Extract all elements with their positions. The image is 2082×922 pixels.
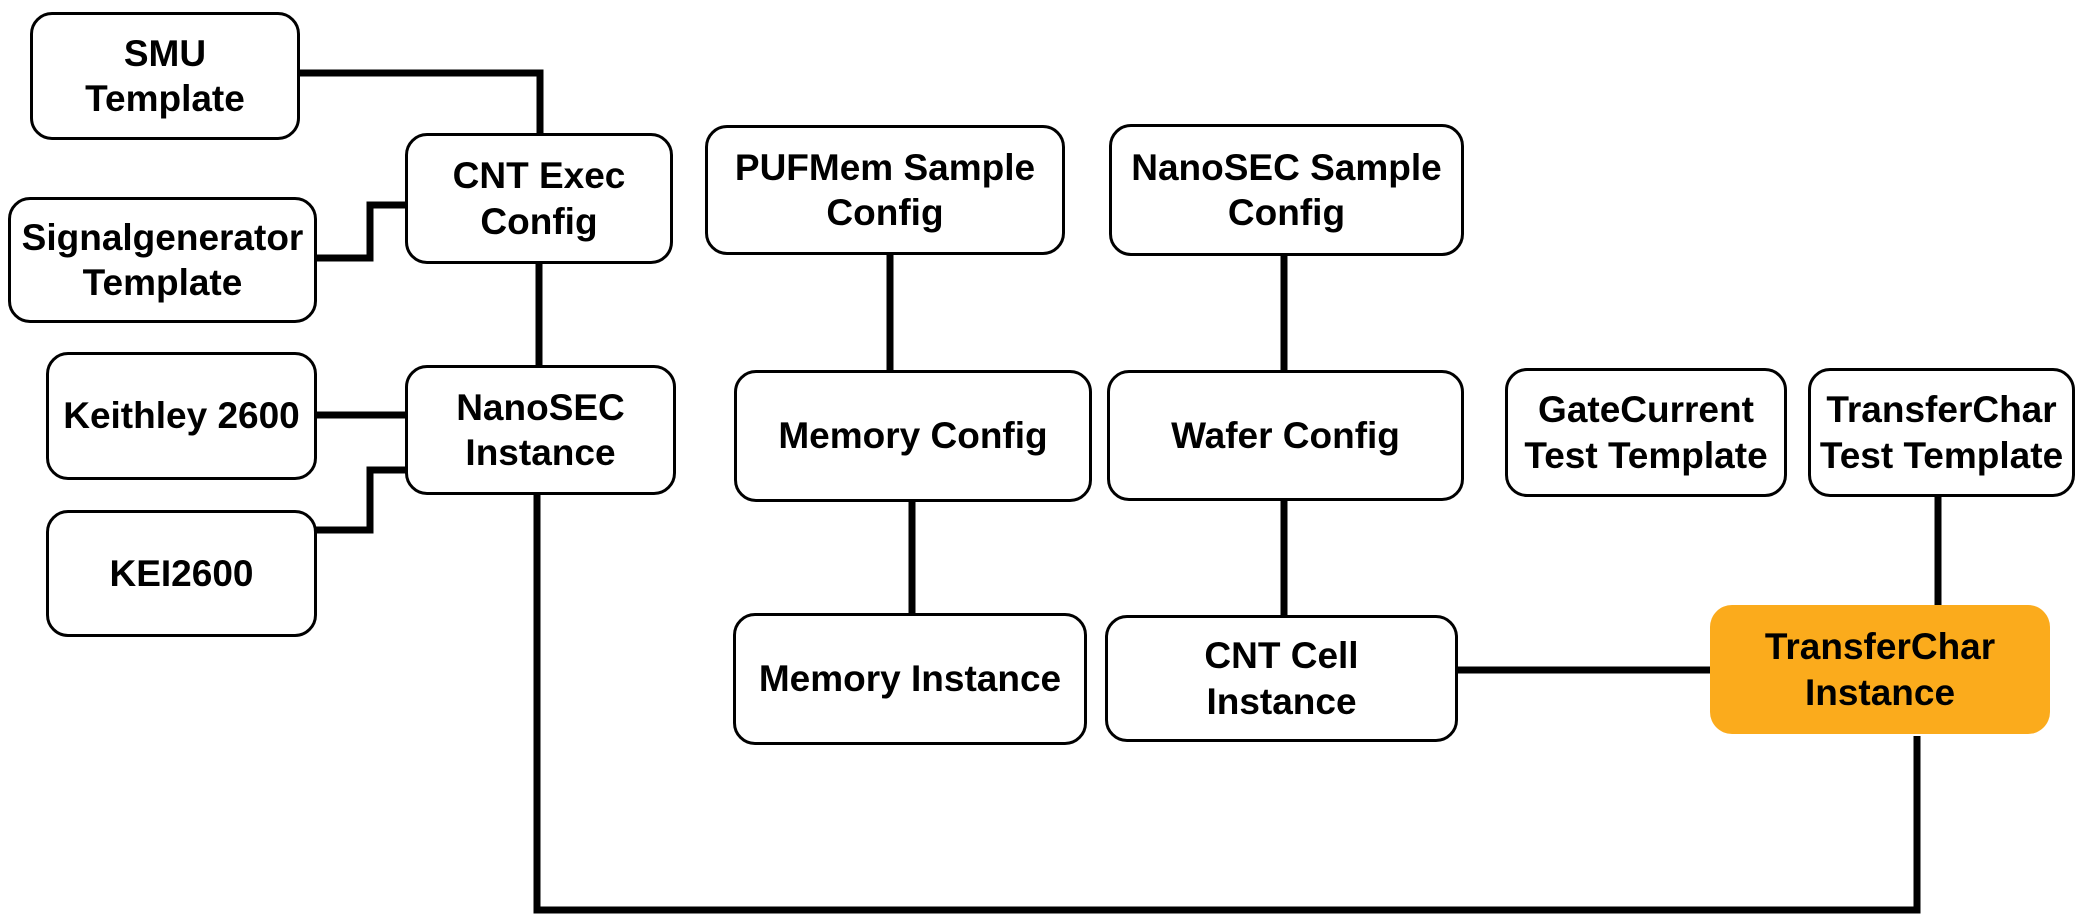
node-cnt-cell-instance[interactable]: CNT Cell Instance bbox=[1105, 615, 1458, 742]
node-nanosec-sample-config[interactable]: NanoSEC Sample Config bbox=[1109, 124, 1464, 256]
node-label: KEI2600 bbox=[109, 552, 254, 594]
node-signalgenerator-template[interactable]: Signalgenerator Template bbox=[8, 197, 317, 323]
connector-kei2600-to-nanosec bbox=[315, 466, 408, 534]
node-label: SMU Template bbox=[85, 32, 245, 119]
node-memory-instance[interactable]: Memory Instance bbox=[733, 613, 1087, 745]
node-label: NanoSEC Sample Config bbox=[1131, 146, 1442, 233]
node-gatecurrent-test-template[interactable]: GateCurrent Test Template bbox=[1505, 368, 1787, 497]
node-pufmem-sample-config[interactable]: PUFMem Sample Config bbox=[705, 125, 1065, 255]
node-label: NanoSEC Instance bbox=[456, 386, 625, 473]
node-label: GateCurrent Test Template bbox=[1524, 389, 1768, 476]
node-cnt-exec-config[interactable]: CNT Exec Config bbox=[405, 133, 673, 264]
node-memory-config[interactable]: Memory Config bbox=[734, 370, 1092, 502]
node-label: Keithley 2600 bbox=[63, 395, 300, 437]
connector-smu-to-cntexec bbox=[298, 69, 544, 136]
node-transferchar-test-template[interactable]: TransferChar Test Template bbox=[1808, 368, 2075, 497]
node-label: PUFMem Sample Config bbox=[734, 146, 1036, 233]
node-label: TransferChar Test Template bbox=[1819, 389, 2064, 476]
node-nanosec-instance[interactable]: NanoSEC Instance bbox=[405, 365, 676, 495]
node-label: Memory Config bbox=[778, 415, 1048, 457]
node-label: TransferChar Instance bbox=[1764, 626, 1996, 713]
node-label: Memory Instance bbox=[758, 658, 1062, 700]
connector-nanosec-to-transferchar bbox=[533, 493, 1921, 914]
node-label: Signalgenerator Template bbox=[21, 216, 304, 303]
node-label: CNT Exec Config bbox=[452, 155, 626, 242]
node-transferchar-instance[interactable]: TransferChar Instance bbox=[1710, 605, 2050, 734]
connector-signalgen-to-cntexec bbox=[315, 201, 408, 262]
node-kei2600[interactable]: KEI2600 bbox=[46, 510, 317, 637]
node-label: CNT Cell Instance bbox=[1204, 635, 1359, 722]
node-smu-template[interactable]: SMU Template bbox=[30, 12, 300, 140]
node-keithley-2600[interactable]: Keithley 2600 bbox=[46, 352, 317, 480]
node-wafer-config[interactable]: Wafer Config bbox=[1107, 370, 1464, 501]
node-label: Wafer Config bbox=[1171, 414, 1400, 456]
